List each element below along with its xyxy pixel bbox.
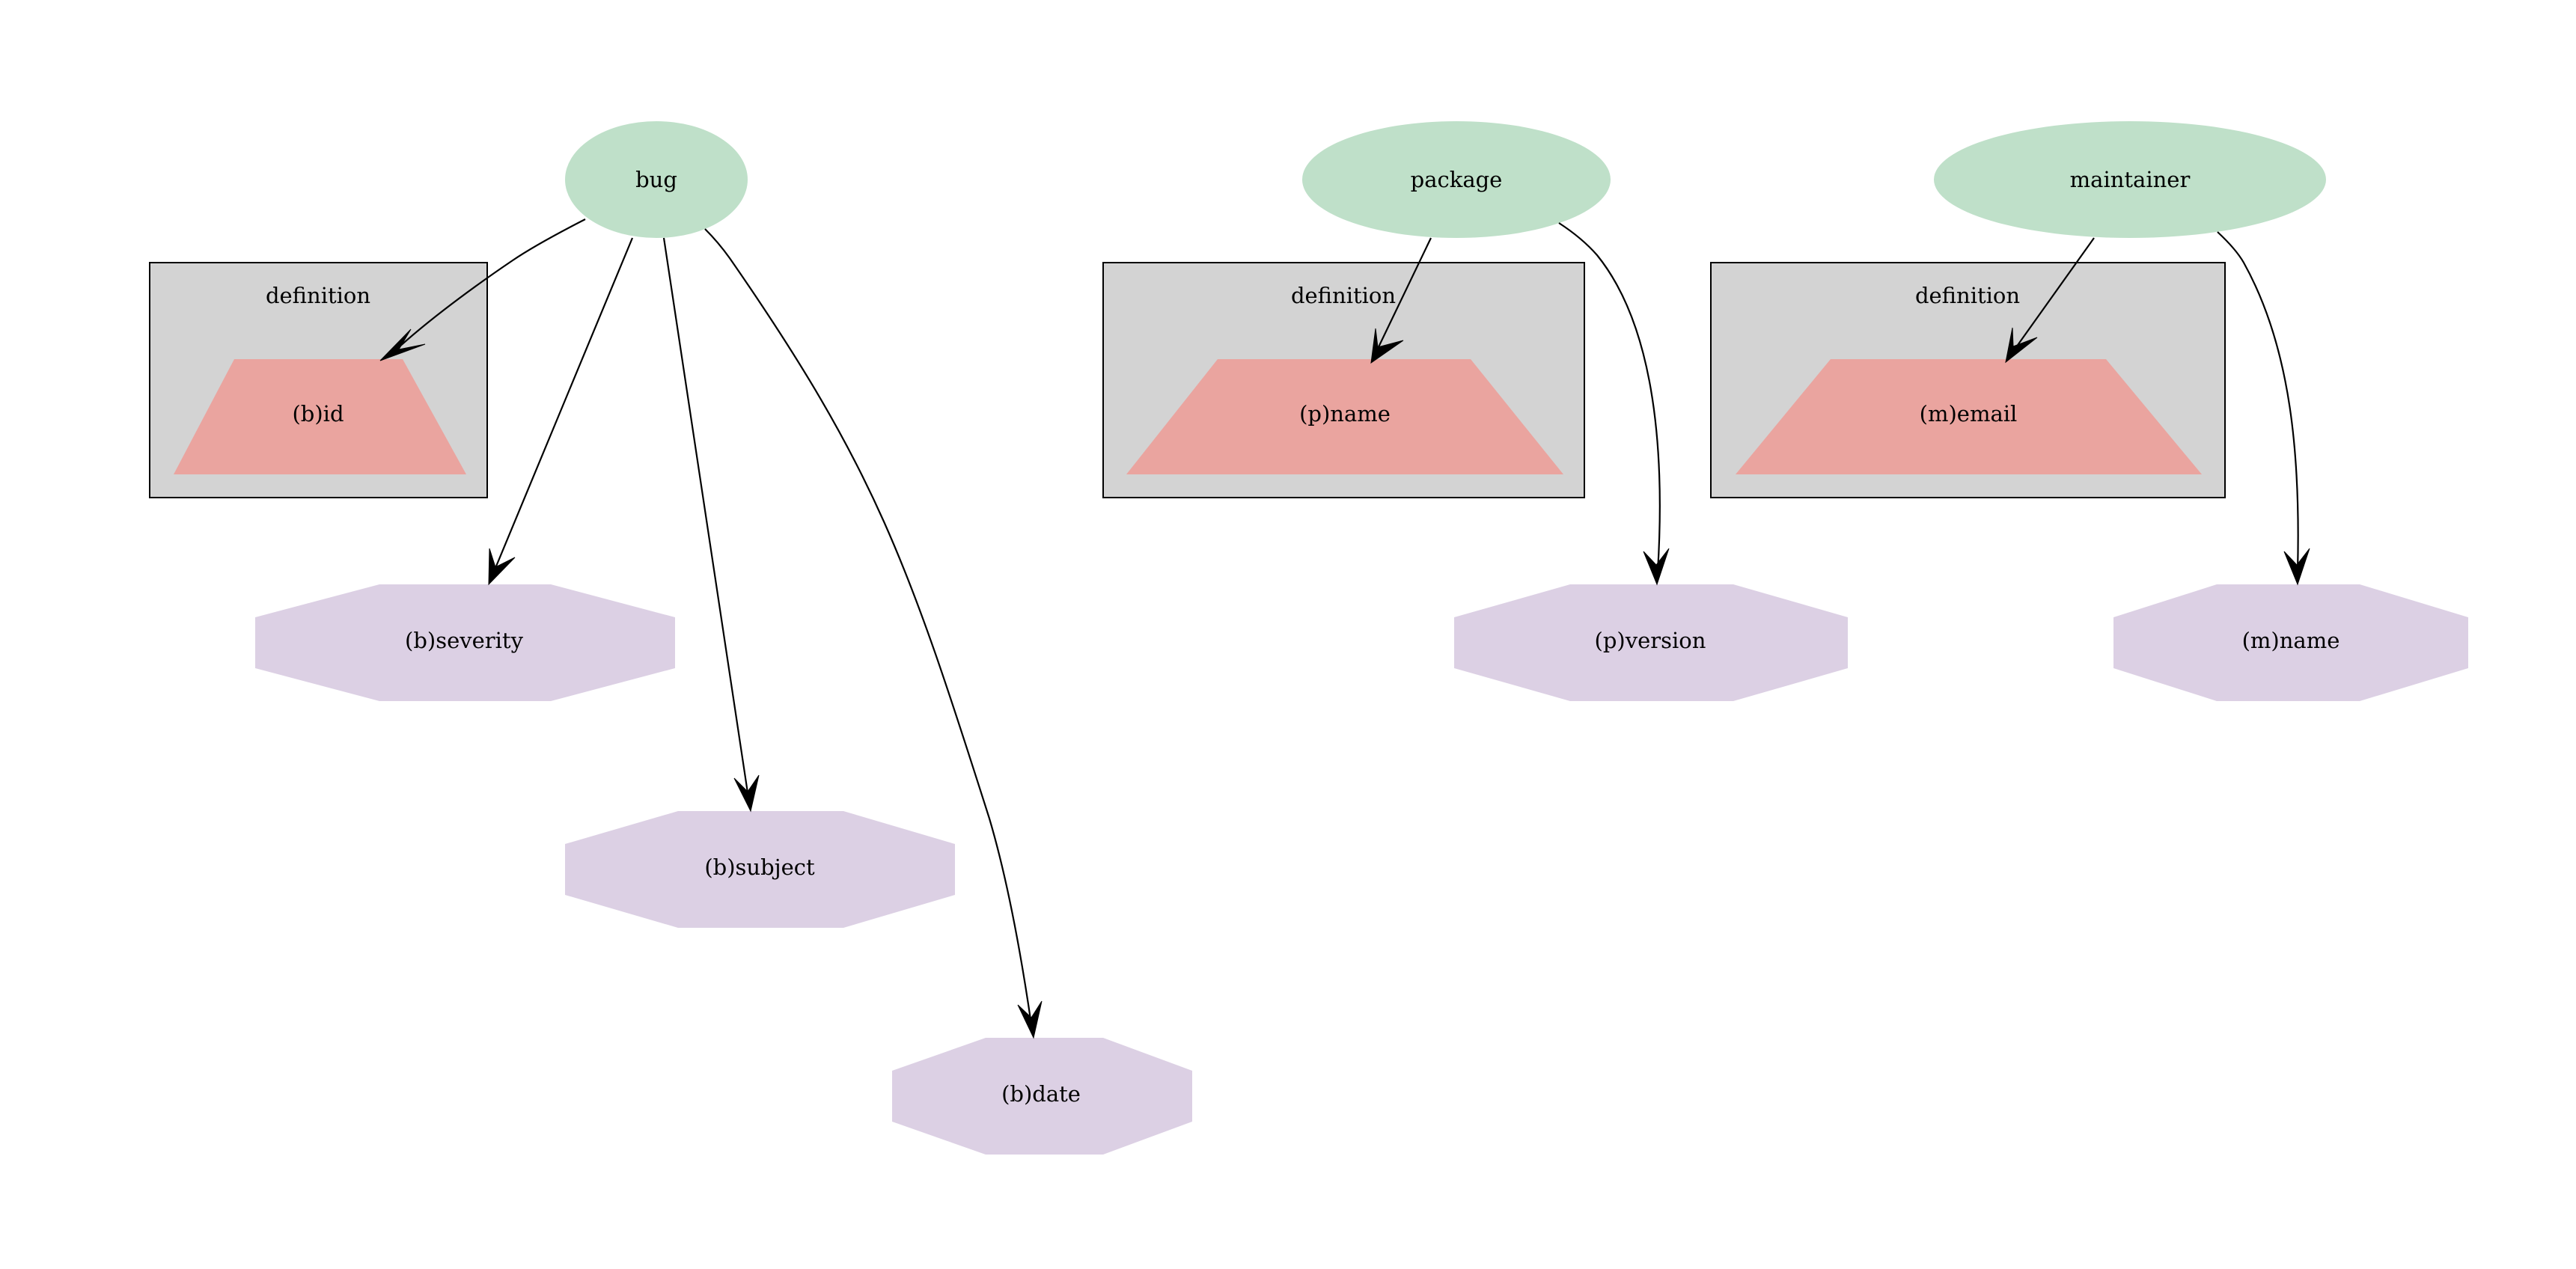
entity-shape <box>1934 121 2326 238</box>
entity-node-bug: bug <box>565 121 748 238</box>
edge-package-to-p-name <box>1370 237 1432 364</box>
key-label: (b)id <box>292 401 344 426</box>
edge-bug-to-b-id <box>379 218 586 361</box>
key-node-b-id: (b)id <box>174 359 466 474</box>
attribute-shape <box>892 1038 1192 1155</box>
edge-arrowhead <box>1017 1000 1043 1039</box>
entity-shape <box>565 121 748 238</box>
attribute-shape <box>1454 584 1848 701</box>
attribute-node-b-date: (b)date <box>892 1038 1192 1155</box>
edge-line <box>2217 231 2299 572</box>
attribute-label: (b)subject <box>704 854 815 880</box>
entity-label: maintainer <box>2070 167 2191 192</box>
edge-maintainer-to-m-name <box>2217 231 2310 586</box>
cluster-bug-label: definition <box>266 283 370 308</box>
edge-arrowhead <box>379 328 426 361</box>
key-label: (p)name <box>1299 401 1391 426</box>
entity-node-maintainer: maintainer <box>1934 121 2326 238</box>
key-shape <box>174 359 466 474</box>
edge-arrowhead <box>2005 327 2038 364</box>
attribute-label: (p)version <box>1595 628 1706 653</box>
attribute-label: (m)name <box>2242 628 2340 653</box>
attribute-shape <box>2113 584 2468 701</box>
edge-line <box>2012 237 2095 353</box>
edge-line <box>1558 222 1661 572</box>
key-shape <box>1126 359 1563 474</box>
entity-shape <box>1302 121 1611 238</box>
entity-label: package <box>1411 167 1503 192</box>
edge-arrowhead <box>733 774 760 813</box>
edge-line <box>704 228 1033 1025</box>
edge-arrowhead <box>1643 548 1670 586</box>
key-node-p-name: (p)name <box>1126 359 1563 474</box>
edge-arrowhead <box>488 548 516 586</box>
edge-line <box>388 218 586 357</box>
attribute-shape <box>565 811 955 928</box>
attribute-node-m-name: (m)name <box>2113 584 2468 701</box>
edge-line <box>1376 237 1432 352</box>
attribute-label: (b)severity <box>405 628 524 653</box>
edge-maintainer-to-m-email <box>2005 237 2095 364</box>
edge-line <box>662 237 750 798</box>
cluster-maintainer-label: definition <box>1915 283 2020 308</box>
edge-package-to-p-version <box>1558 222 1670 586</box>
edge-line <box>492 237 634 572</box>
cluster-package-label: definition <box>1291 283 1396 308</box>
attribute-shape <box>255 584 675 701</box>
entity-label: bug <box>635 167 677 192</box>
attribute-node-b-subject: (b)subject <box>565 811 955 928</box>
key-label: (m)email <box>1920 401 2018 426</box>
attribute-label: (b)date <box>1001 1081 1081 1107</box>
attribute-node-p-version: (p)version <box>1454 584 1848 701</box>
entity-node-package: package <box>1302 121 1611 238</box>
edge-arrowhead <box>2283 548 2310 586</box>
edge-bug-to-b-severity <box>488 237 634 586</box>
key-node-m-email: (m)email <box>1736 359 2202 474</box>
attribute-node-b-severity: (b)severity <box>255 584 675 701</box>
key-shape <box>1736 359 2202 474</box>
edge-bug-to-b-date <box>704 228 1043 1039</box>
edge-arrowhead <box>1370 328 1404 364</box>
edge-bug-to-b-subject <box>662 237 760 813</box>
